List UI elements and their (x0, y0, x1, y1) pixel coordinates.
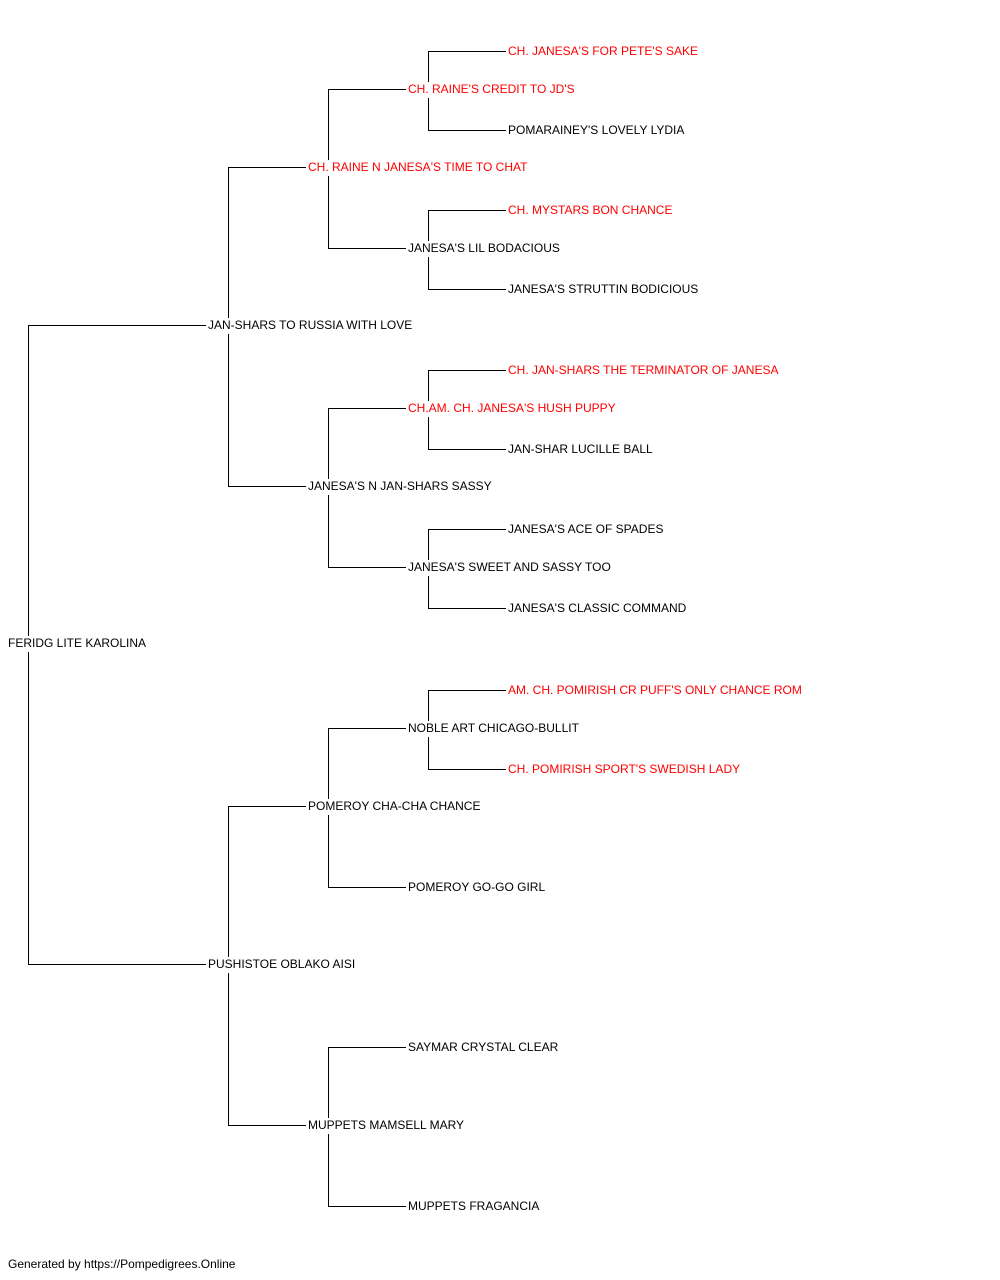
pedigree-name: PUSHISTOE OBLAKO AISI (207, 957, 357, 971)
pedigree-name: MUPPETS FRAGANCIA (407, 1199, 541, 1213)
pedigree-name: CH.AM. CH. JANESA'S HUSH PUPPY (407, 401, 617, 415)
pedigree-name: JAN-SHAR LUCILLE BALL (507, 442, 654, 456)
pedigree-name: CH. MYSTARS BON CHANCE (507, 203, 674, 217)
pedigree-name: JANESA'S SWEET AND SASSY TOO (407, 560, 612, 574)
pedigree-name: SAYMAR CRYSTAL CLEAR (407, 1040, 560, 1054)
pedigree-name: CH. RAINE N JANESA'S TIME TO CHAT (307, 160, 529, 174)
pedigree-name: JANESA'S ACE OF SPADES (507, 522, 665, 536)
pedigree-name: JANESA'S N JAN-SHARS SASSY (307, 479, 493, 493)
pedigree-name: POMEROY CHA-CHA CHANCE (307, 799, 482, 813)
pedigree-name: MUPPETS MAMSELL MARY (307, 1118, 466, 1132)
pedigree-name: CH. JAN-SHARS THE TERMINATOR OF JANESA (507, 363, 780, 377)
pedigree-name: AM. CH. POMIRISH CR PUFF'S ONLY CHANCE R… (507, 683, 803, 697)
pedigree-name: JAN-SHARS TO RUSSIA WITH LOVE (207, 318, 414, 332)
pedigree-name: JANESA'S LIL BODACIOUS (407, 241, 561, 255)
pedigree-name: POMARAINEY'S LOVELY LYDIA (507, 123, 686, 137)
pedigree-name: JANESA'S CLASSIC COMMAND (507, 601, 688, 615)
pedigree-name: NOBLE ART CHICAGO-BULLIT (407, 721, 580, 735)
pedigree-name: CH. RAINE'S CREDIT TO JD'S (407, 82, 576, 96)
pedigree-name: POMEROY GO-GO GIRL (407, 880, 547, 894)
footer-credit: Generated by https://Pompedigrees.Online (8, 1257, 236, 1271)
pedigree-name: JANESA'S STRUTTIN BODICIOUS (507, 282, 700, 296)
pedigree-name: CH. POMIRISH SPORT'S SWEDISH LADY (507, 762, 742, 776)
pedigree-name: FERIDG LITE KAROLINA (7, 636, 148, 650)
pedigree-name: CH. JANESA'S FOR PETE'S SAKE (507, 44, 699, 58)
